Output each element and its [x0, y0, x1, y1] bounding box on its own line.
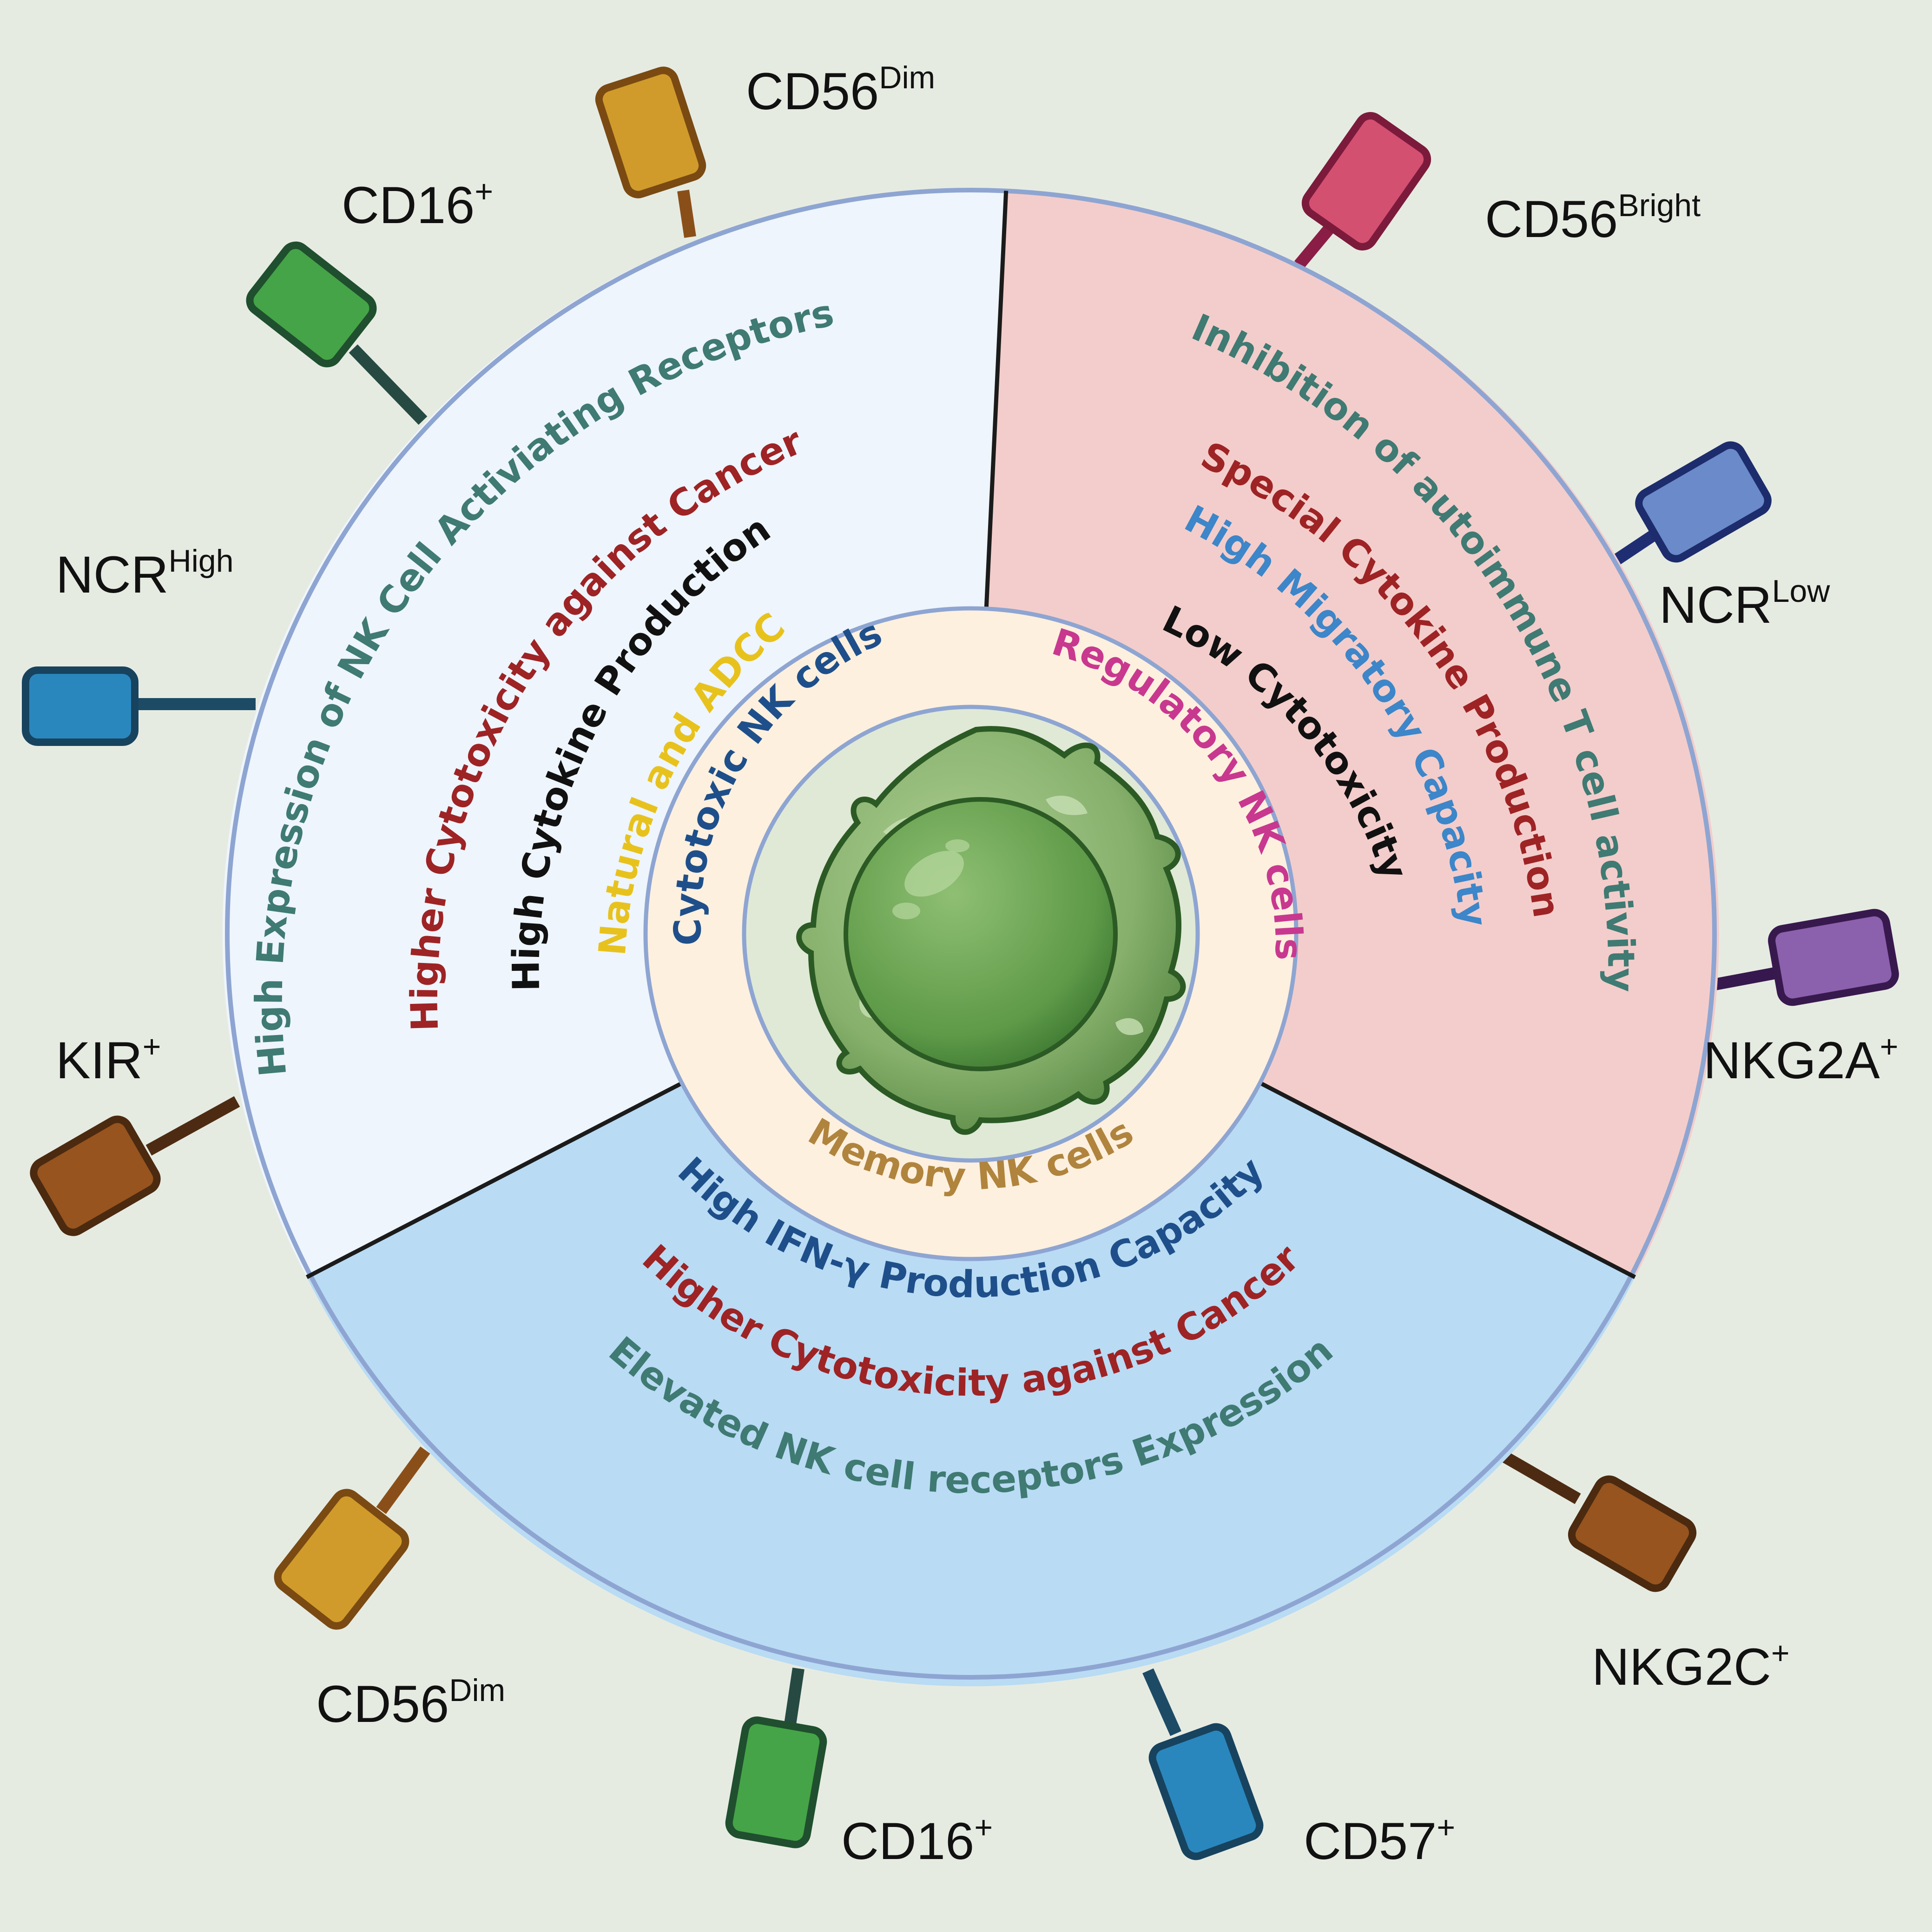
nucleus	[844, 797, 1118, 1071]
receptor-cd16-bottom	[725, 1668, 827, 1848]
receptor-cd56-dim-top	[595, 66, 706, 238]
marker-labels: CD56Dim CD16+ NCRHigh KIR+ CD56Bright NC…	[56, 60, 1898, 1870]
receptor-kir	[30, 1096, 240, 1236]
label-cd57: CD57+	[1304, 1810, 1455, 1870]
receptor-markers	[22, 66, 1899, 1860]
label-nkg2c: NKG2C+	[1592, 1635, 1790, 1696]
receptor-cd16-top	[246, 241, 428, 425]
receptor-cd56-bright	[1294, 112, 1431, 269]
label-cd56-bright: CD56Bright	[1485, 188, 1701, 248]
label-cd56-dim-top: CD56Dim	[746, 60, 935, 120]
label-cd56-dim-bottom: CD56Dim	[316, 1673, 505, 1733]
receptor-ncr-high	[22, 666, 256, 746]
segment-memory	[307, 934, 1635, 1687]
label-nkg2a: NKG2A+	[1703, 1029, 1898, 1089]
receptor-nkg2c	[1498, 1449, 1697, 1592]
nk-cell-icon	[796, 726, 1186, 1135]
label-ncr-low: NCRLow	[1659, 574, 1830, 634]
receptor-nkg2a	[1709, 909, 1899, 1006]
label-ncr-high: NCRHigh	[56, 543, 234, 604]
receptor-cd57	[1142, 1668, 1264, 1860]
label-kir: KIR+	[56, 1029, 161, 1089]
receptor-cd56-dim-bottom	[274, 1446, 430, 1630]
label-cd16-top: CD16+	[342, 174, 493, 234]
label-cd16-bottom: CD16+	[841, 1810, 993, 1870]
receptor-ncr-low	[1609, 441, 1772, 567]
